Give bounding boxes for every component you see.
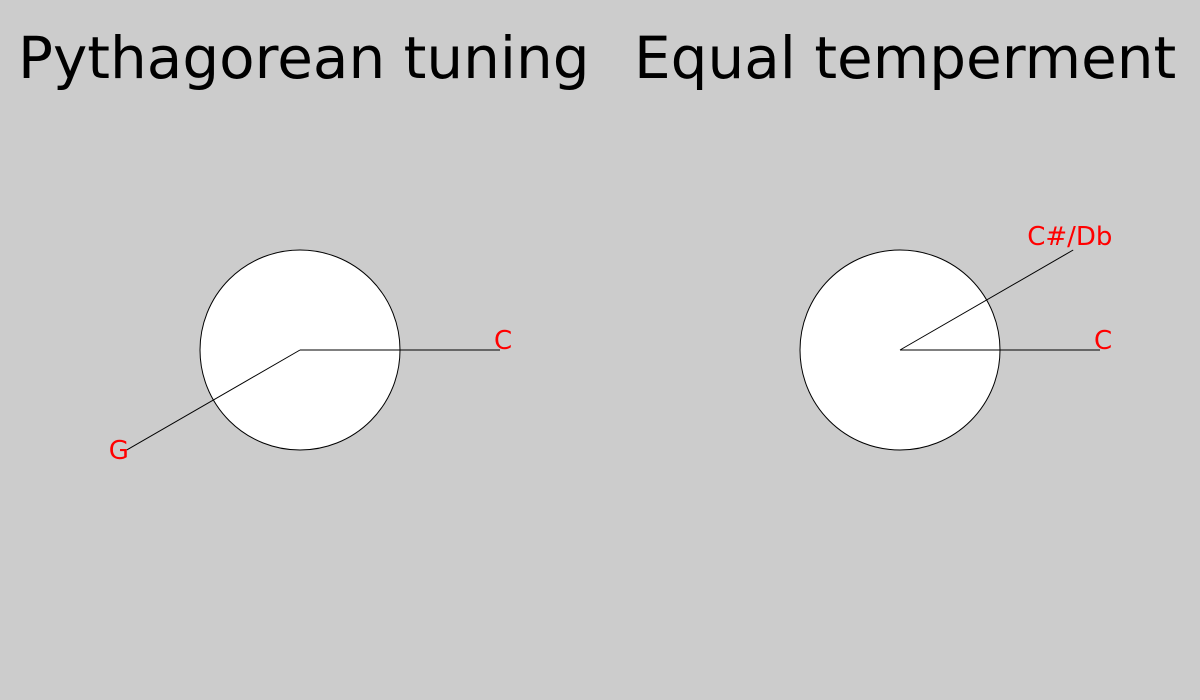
note-label-c: C xyxy=(1094,326,1112,356)
note-ray-g xyxy=(126,349,301,451)
note-label-c: C xyxy=(494,326,512,356)
panel-title-equal-temperament: Equal temperment xyxy=(634,24,1176,92)
note-label-g: G xyxy=(109,436,129,466)
panel-title-pythagorean: Pythagorean tuning xyxy=(18,24,590,92)
equal-temperament-panel: C C#/Db xyxy=(799,222,1112,451)
note-ray-c-db xyxy=(899,249,1074,351)
note-label-c-db: C#/Db xyxy=(1027,222,1112,252)
pythagorean-panel: CG xyxy=(109,249,512,466)
